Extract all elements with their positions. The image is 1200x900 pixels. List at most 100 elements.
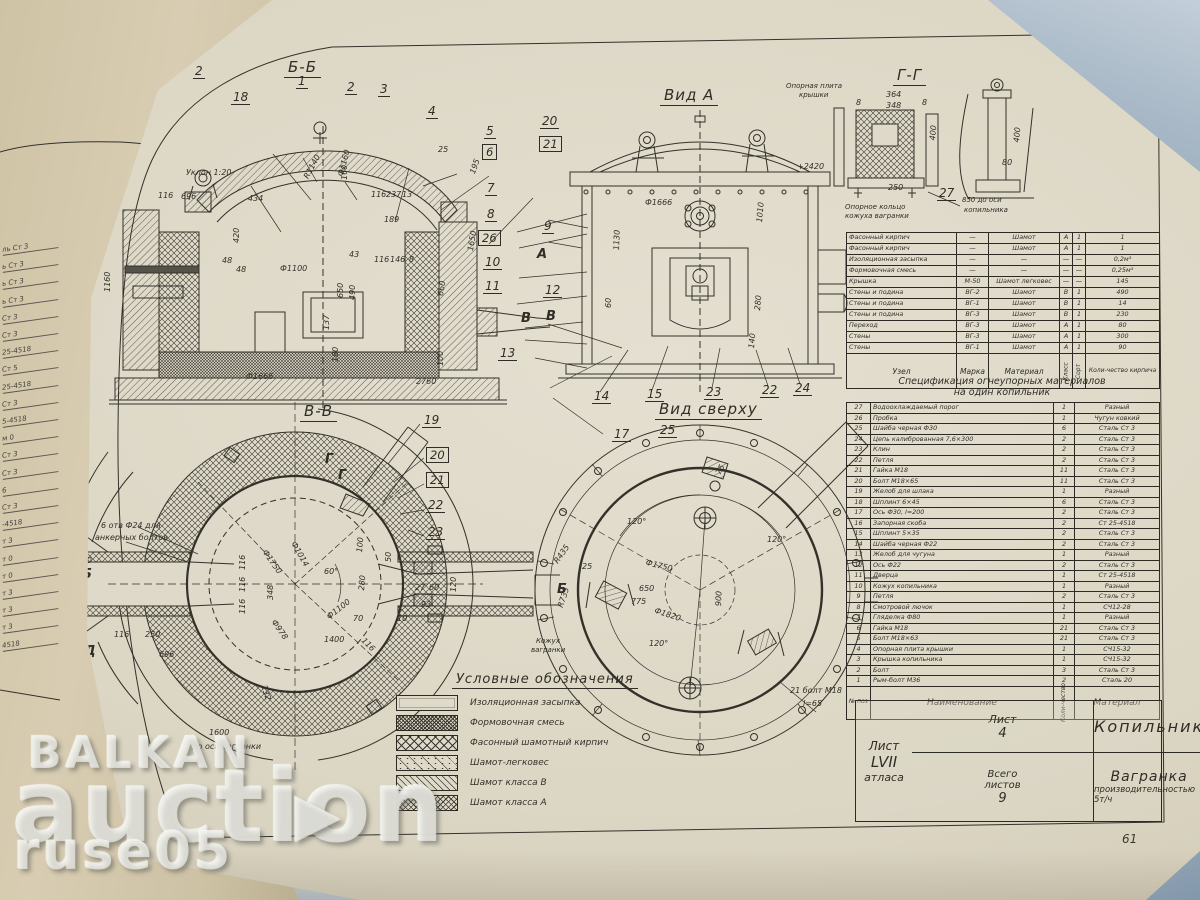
table-cell: —: [957, 255, 989, 265]
table-cell: Петля: [871, 455, 1054, 465]
legend-swatch-p-crossa: [396, 794, 458, 811]
table-cell: Ст 25-4518: [1098, 518, 1136, 527]
table-cell: Гайка М18: [871, 623, 1054, 633]
table-cell: Ось Ф30, l=200: [871, 508, 1054, 518]
table-cell: Сталь Ст 3: [1098, 592, 1136, 600]
legend-swatch-p-blank: [396, 694, 458, 711]
table-cell: 2: [1054, 539, 1075, 549]
table-cell: Цепь калиброванная 7,6×300: [871, 434, 1054, 444]
table-cell: Изоляционная засыпка: [847, 255, 957, 265]
table-cell: Фасонный кирпич: [847, 244, 957, 254]
table-cell: Сталь Ст 3: [1098, 665, 1136, 674]
table-cell: Гляделка Ф80: [871, 613, 1054, 623]
table-cell: Стены и подина: [847, 310, 957, 320]
table-cell: 14: [1118, 299, 1127, 307]
table-cell: 26: [847, 413, 871, 423]
total-number: 9: [998, 790, 1007, 806]
atlas-sheet-cell: Лист LVII атласа: [856, 701, 912, 821]
table-cell: 1: [1054, 602, 1075, 612]
spec-header-marka: Марка: [957, 354, 989, 388]
table-cell: —: [1073, 255, 1086, 265]
table-cell: Сталь Ст 3: [1098, 634, 1136, 642]
table-cell: Шамот: [989, 244, 1060, 254]
table-cell: А: [1060, 321, 1073, 331]
parts-header-num: № поз: [847, 686, 871, 719]
table-cell: Сталь Ст 3: [1098, 434, 1136, 443]
table-cell: 3: [1054, 665, 1075, 675]
total-label1: Всего: [987, 768, 1018, 780]
table-cell: Пробка: [871, 413, 1054, 423]
machine-title-cell: Вагранка производительностью 5т/ч: [1094, 753, 1200, 821]
table-cell: Сталь Ст 3: [1098, 476, 1136, 485]
table-cell: 27: [847, 403, 871, 413]
legend: Условные обозначения Изоляционная засыпк…: [396, 668, 656, 812]
table-cell: 5: [847, 634, 871, 644]
table-cell: Клин: [871, 445, 1054, 455]
table-cell: Сталь Ст 3: [1098, 560, 1136, 569]
table-cell: —: [1073, 277, 1086, 287]
table-cell: 14: [847, 539, 871, 549]
parts-header-material: Материал: [1093, 697, 1141, 708]
table-cell: 1: [1120, 244, 1125, 252]
atlas-word: атласа: [864, 770, 904, 784]
table-cell: Переход: [847, 321, 957, 331]
table-cell: Шайба черная Ф22: [871, 539, 1054, 549]
title-block: Лист 4 Копильник Лист LVII атласа Всего …: [855, 700, 1200, 822]
spec-header-uzel: Узел: [847, 354, 957, 388]
table-cell: 21: [1054, 634, 1075, 644]
table-cell: 1: [1054, 581, 1075, 591]
table-cell: Сталь Ст 3: [1098, 445, 1136, 453]
table-cell: 17: [847, 508, 871, 518]
table-cell: М-50: [957, 277, 989, 287]
spec-header-qty: Коли-чество кирпича: [1088, 366, 1157, 374]
table-cell: 2: [1054, 508, 1075, 518]
table-cell: Шамот: [989, 233, 1060, 243]
table-cell: 19: [847, 487, 871, 497]
table-cell: 2: [1054, 445, 1075, 455]
section-vv-drawing: [87, 412, 533, 802]
table-cell: 1: [1073, 332, 1086, 342]
legend-label: Шамот класса В: [470, 777, 547, 788]
table-cell: 9: [847, 592, 871, 602]
table-cell: 90: [1118, 343, 1127, 351]
table-cell: 2: [1054, 518, 1075, 528]
table-cell: Шамот: [989, 288, 1060, 298]
table-cell: Сталь Ст 3: [1098, 508, 1136, 516]
table-cell: 2: [1054, 434, 1075, 444]
table-cell: 16: [847, 518, 871, 528]
table-cell: 18: [847, 497, 871, 507]
table-cell: Крышка копильника: [871, 655, 1054, 665]
table-cell: 2: [1054, 592, 1075, 602]
table-cell: Разный: [1104, 550, 1130, 558]
table-cell: Шамот: [989, 343, 1060, 353]
table-cell: В: [1060, 299, 1073, 309]
table-cell: 13: [847, 550, 871, 560]
table-cell: —: [957, 233, 989, 243]
legend-label: Шамот-легковес: [470, 757, 549, 768]
table-cell: 1: [1120, 233, 1125, 241]
sheet-cell: Лист 4: [912, 701, 1094, 753]
legend-label: Формовочная смесь: [470, 717, 565, 728]
table-cell: 1: [1054, 613, 1075, 623]
table-cell: 300: [1116, 332, 1129, 340]
table-cell: Формовочная смесь: [847, 266, 957, 276]
